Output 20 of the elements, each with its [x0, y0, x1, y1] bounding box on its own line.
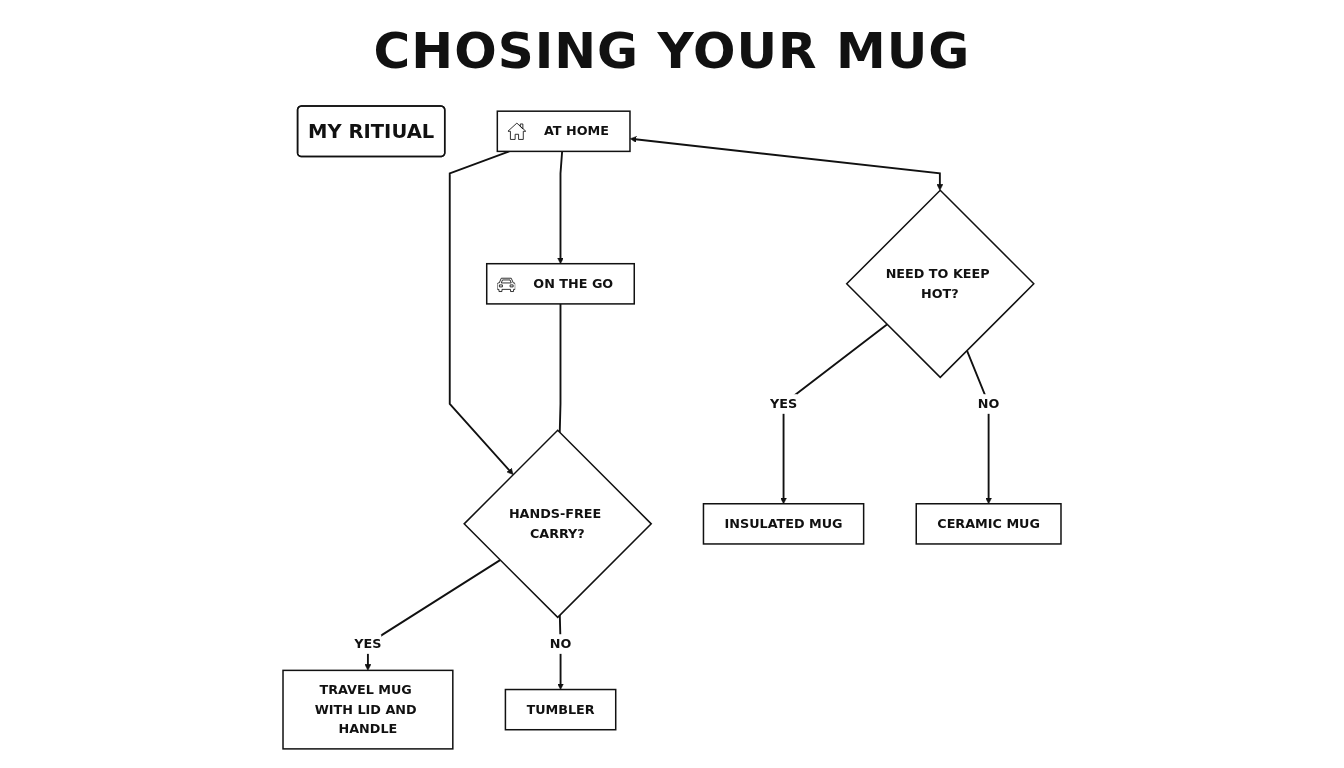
arrow: [557, 150, 564, 264]
edge-label: NO: [549, 635, 572, 651]
edge-label: YES: [769, 395, 798, 411]
connector: [558, 302, 562, 434]
edge-label: YES: [354, 635, 382, 651]
arrow: [965, 349, 992, 505]
node-box: TUMBLER: [504, 688, 617, 731]
edge-label: NO: [977, 395, 1000, 411]
node-diamond: NEED TO KEEP HOT?: [845, 189, 1035, 379]
node-box: CERAMIC MUG: [915, 503, 1062, 545]
arrow: [780, 323, 888, 505]
title: CHOSING YOUR MUG: [372, 22, 972, 80]
node-box: INSULATED MUG: [702, 503, 865, 545]
node-box: AT HOME: [496, 110, 631, 153]
arrow: [630, 136, 944, 191]
node-box: TRAVEL MUG WITH LID AND HANDLE: [282, 669, 454, 750]
node-box: ON THE GO: [485, 262, 635, 305]
arrow: [448, 150, 514, 475]
node-diamond: HANDS-FREE CARRY?: [463, 429, 653, 619]
arrow: [557, 614, 564, 690]
